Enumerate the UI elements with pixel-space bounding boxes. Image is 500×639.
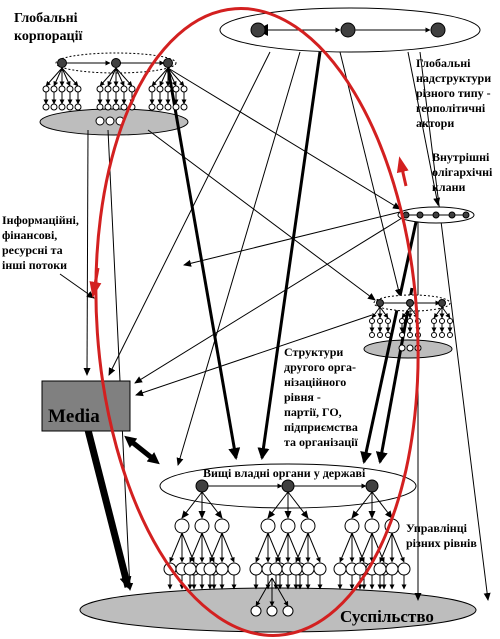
flows-label: Інформаційні, фінансові, ресурсні та інш…	[2, 213, 82, 272]
media-box	[41, 380, 131, 432]
oligarch-clans-cluster	[397, 206, 475, 224]
second-level-label: Структури другого орга- нізаційного рівн…	[284, 345, 361, 449]
power-cycle	[89, 7, 420, 637]
influence-arrows	[59, 51, 491, 601]
managers-hierarchy	[163, 491, 411, 617]
managers-label: Управлінці різних рівнів	[406, 521, 477, 550]
global-superstructures-nodes	[250, 22, 446, 38]
corporations-hierarchy	[42, 67, 188, 126]
oligarch-clans-label: Внутрішні олігархічні клани	[432, 150, 495, 194]
global-corporations-label: Глобальні корпорації	[14, 11, 82, 44]
state-authorities-nodes	[195, 479, 379, 493]
second-level-cluster	[373, 294, 451, 312]
second-level-hierarchy	[369, 306, 453, 352]
society-label: Суспільство	[340, 607, 434, 626]
media-label: Media	[48, 406, 100, 427]
global-corporations-cluster	[55, 52, 177, 74]
state-authorities-label: Вищі владні органи у державі	[203, 466, 366, 480]
global-superstructures-label: Глобальні надструктури різного типу - ге…	[416, 56, 494, 130]
